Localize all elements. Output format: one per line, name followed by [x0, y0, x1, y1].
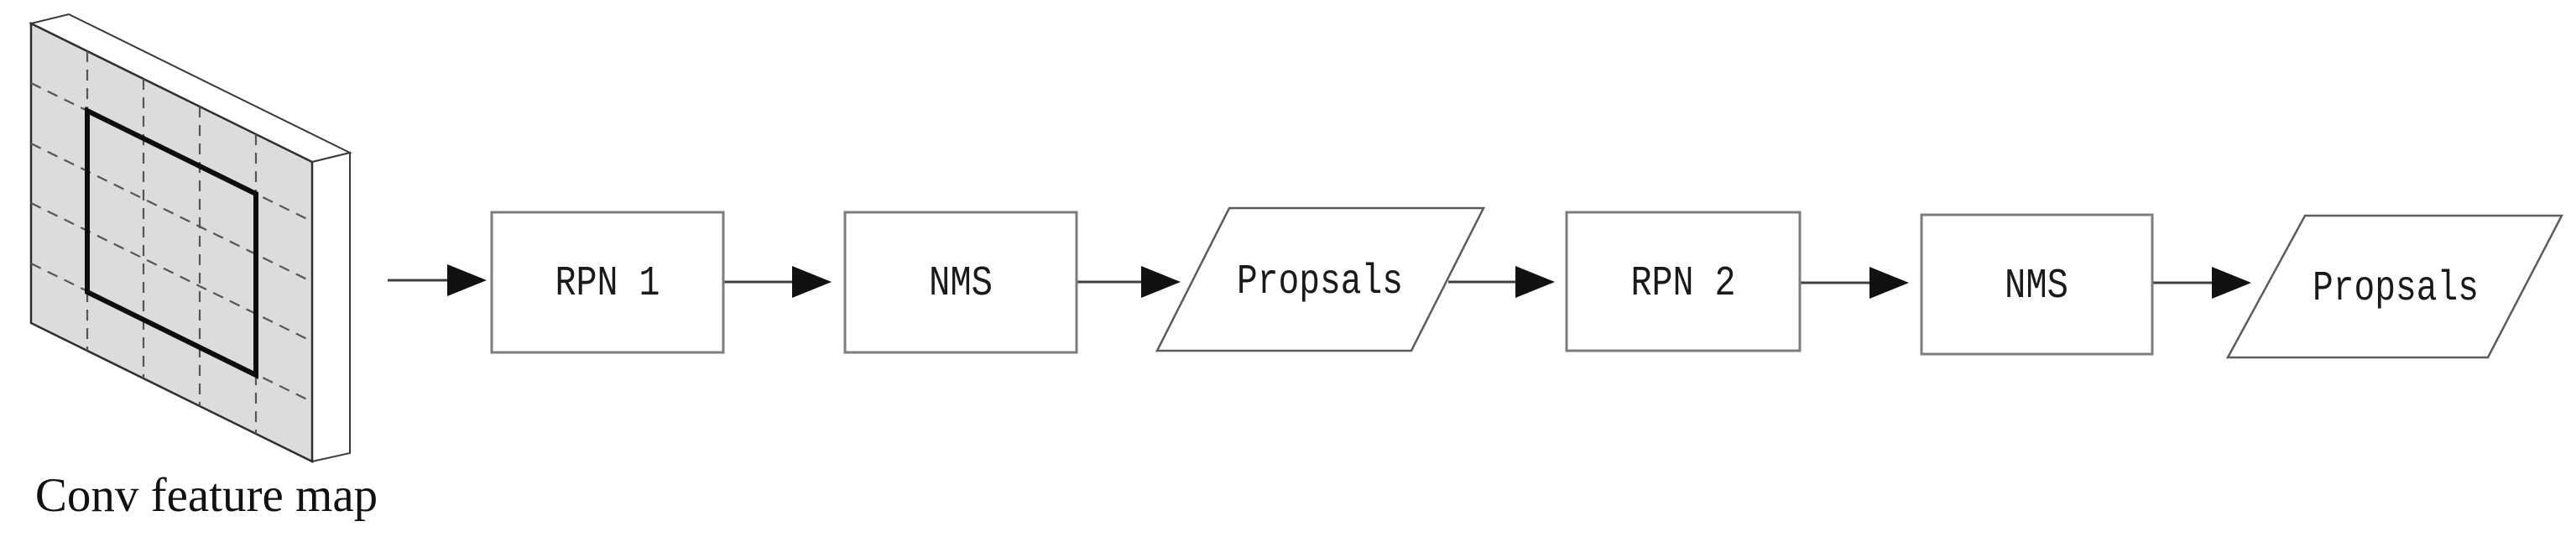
- arrow-rpn-2-to-nms-2: [1800, 267, 1909, 299]
- node-proposals-1: Propsals: [1155, 206, 1486, 352]
- arrow-proposals-1-to-rpn-2: [1448, 266, 1555, 298]
- node-nms-2: NMS: [1920, 213, 2154, 356]
- rpn-1-label: RPN 1: [555, 260, 660, 308]
- node-proposals-2: Propsals: [2225, 214, 2564, 359]
- node-rpn-2: RPN 2: [1565, 211, 1802, 352]
- node-nms-1: NMS: [843, 211, 1078, 354]
- arrow-nms-2-to-proposals-2: [2152, 267, 2251, 299]
- conv-feature-map-label: Conv feature map: [35, 469, 378, 522]
- rpn-2-label: RPN 2: [1631, 260, 1736, 308]
- proposals-2-label: Propsals: [2313, 265, 2479, 313]
- arrowhead-icon: [447, 264, 487, 296]
- arrow-feature-map-to-rpn-1: [388, 264, 487, 296]
- rpn-1-box: [490, 211, 725, 354]
- rpn-2-box: [1565, 211, 1802, 352]
- proposals-2-parallelogram: [2225, 214, 2564, 359]
- feature-map-side-face: [311, 151, 351, 463]
- feature-map-grid: [30, 51, 313, 434]
- arrowhead-icon: [2212, 267, 2251, 299]
- arrowhead-icon: [792, 266, 832, 298]
- arrow-rpn-1-to-nms-1: [723, 266, 832, 298]
- arrowhead-icon: [1141, 266, 1181, 298]
- arrowhead-icon: [1869, 267, 1909, 299]
- nms-2-label: NMS: [2005, 263, 2068, 310]
- feature-map-front-face: [29, 21, 314, 464]
- arrowhead-icon: [1515, 266, 1555, 298]
- nms-1-label: NMS: [929, 260, 993, 308]
- nms-2-box: [1920, 213, 2154, 356]
- conv-feature-map: Conv feature map: [29, 13, 378, 522]
- proposals-1-label: Propsals: [1237, 258, 1403, 306]
- node-rpn-1: RPN 1: [490, 211, 725, 354]
- arrow-nms-1-to-proposals-1: [1077, 266, 1181, 298]
- proposals-1-parallelogram: [1155, 206, 1486, 352]
- anchor-window: [85, 107, 258, 379]
- nms-1-box: [843, 211, 1078, 354]
